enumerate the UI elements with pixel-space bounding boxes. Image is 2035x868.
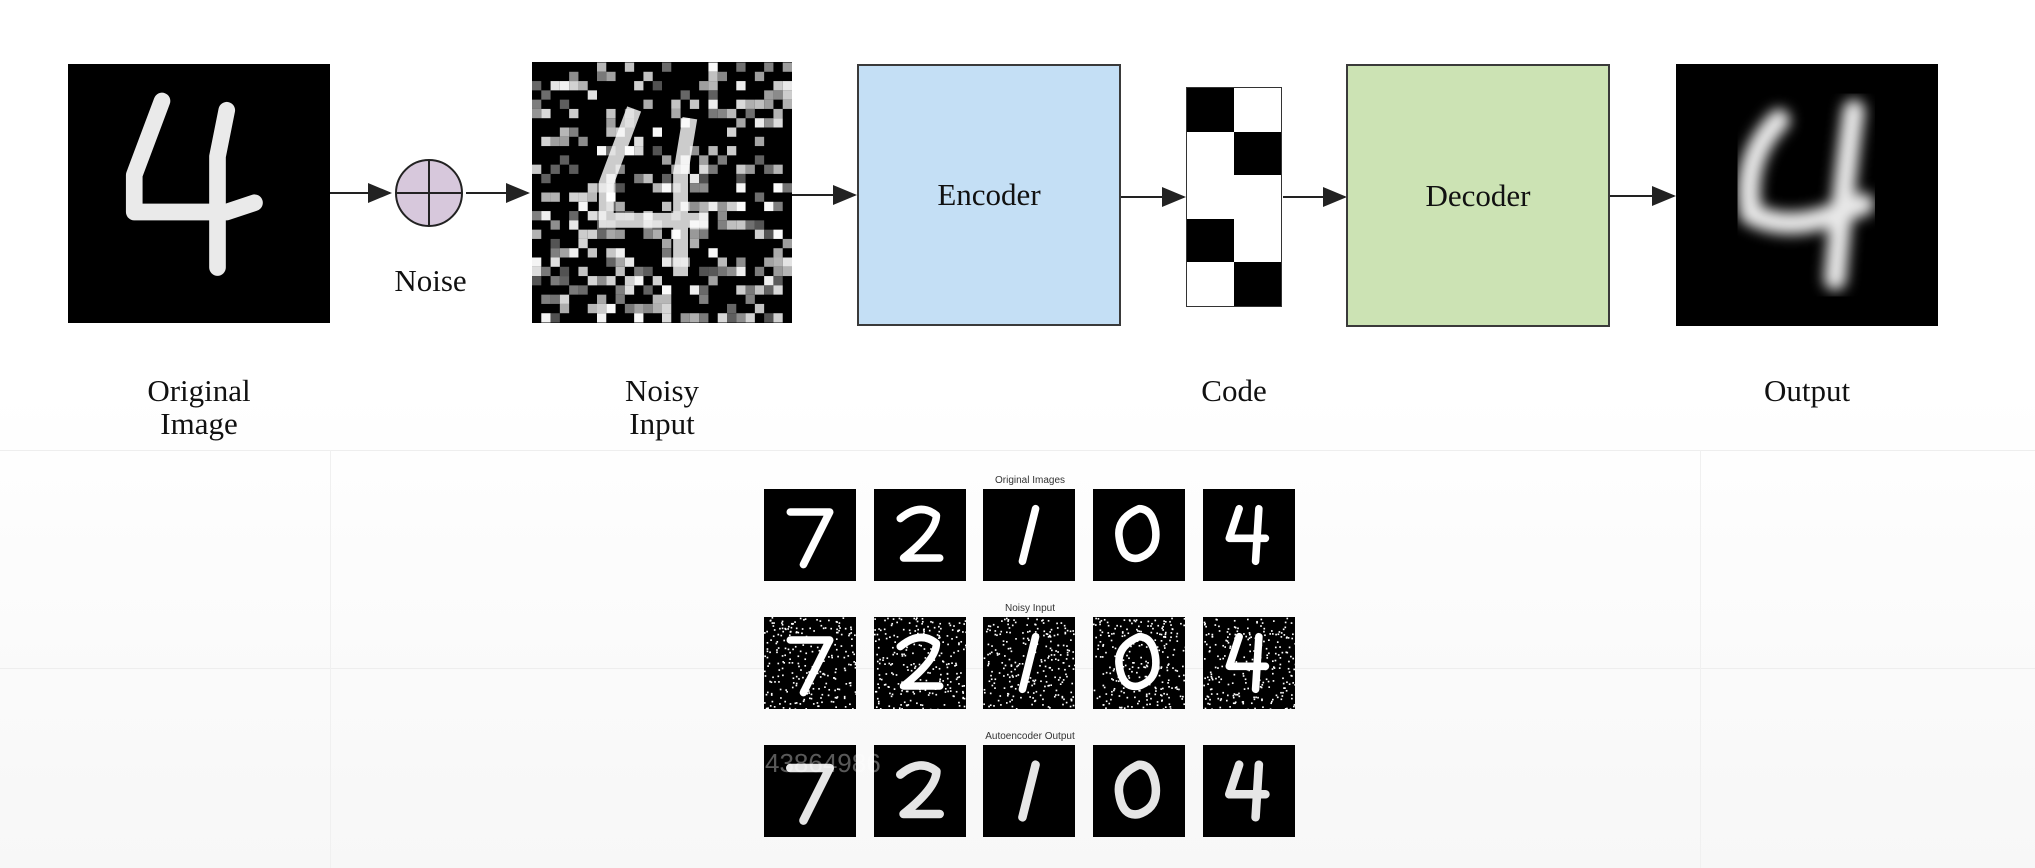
encoder-box: Encoder <box>857 64 1121 326</box>
sample-digit-tile <box>983 617 1075 709</box>
sample-digit-tile <box>874 745 966 837</box>
sample-digit-tile <box>874 489 966 581</box>
decoder-box: Decoder <box>1346 64 1610 327</box>
sample-digit-tile <box>1203 745 1295 837</box>
sample-digit-tile <box>1093 745 1185 837</box>
noise-add-icon <box>395 159 463 227</box>
code-cell <box>1187 175 1234 219</box>
code-cell <box>1234 175 1281 219</box>
noisy-input-image <box>532 62 792 323</box>
autoencoder-output-title: Autoencoder Output <box>985 731 1075 742</box>
sample-digit-tile <box>1093 617 1185 709</box>
code-cell <box>1187 131 1234 176</box>
decoder-label: Decoder <box>1425 177 1531 213</box>
code-cell <box>1234 262 1281 306</box>
code-label: Code <box>1201 373 1267 408</box>
code-vector <box>1186 87 1282 307</box>
original-images-title: Original Images <box>994 475 1066 486</box>
bg-gridline <box>1700 450 1701 868</box>
output-label: Output <box>1763 373 1851 408</box>
code-cell <box>1187 262 1234 306</box>
code-cell <box>1234 131 1281 176</box>
sample-digit-tile <box>874 617 966 709</box>
bg-gridline <box>330 450 331 868</box>
output-image <box>1676 64 1938 326</box>
sample-digit-tile <box>983 745 1075 837</box>
bg-gridline <box>0 450 2035 451</box>
noisy-input-label: Noisy Input <box>624 373 700 441</box>
original-image-label: Original Image <box>147 373 251 441</box>
sample-digit-tile <box>764 745 856 837</box>
sample-digit-tile <box>764 489 856 581</box>
sample-digit-tile <box>1203 617 1295 709</box>
sample-digit-tile <box>1203 489 1295 581</box>
watermark: 43864986 <box>765 748 881 778</box>
original-image <box>68 64 330 323</box>
sample-digit-tile <box>1093 489 1185 581</box>
code-cell <box>1187 88 1234 132</box>
code-cell <box>1187 218 1234 263</box>
sample-digit-tile <box>983 489 1075 581</box>
noise-label: Noise <box>394 263 467 298</box>
encoder-label: Encoder <box>937 177 1041 212</box>
code-cell <box>1234 88 1281 132</box>
sample-digit-tile <box>764 617 856 709</box>
noisy-input-title: Noisy Input <box>1004 603 1056 614</box>
code-cell <box>1234 218 1281 263</box>
